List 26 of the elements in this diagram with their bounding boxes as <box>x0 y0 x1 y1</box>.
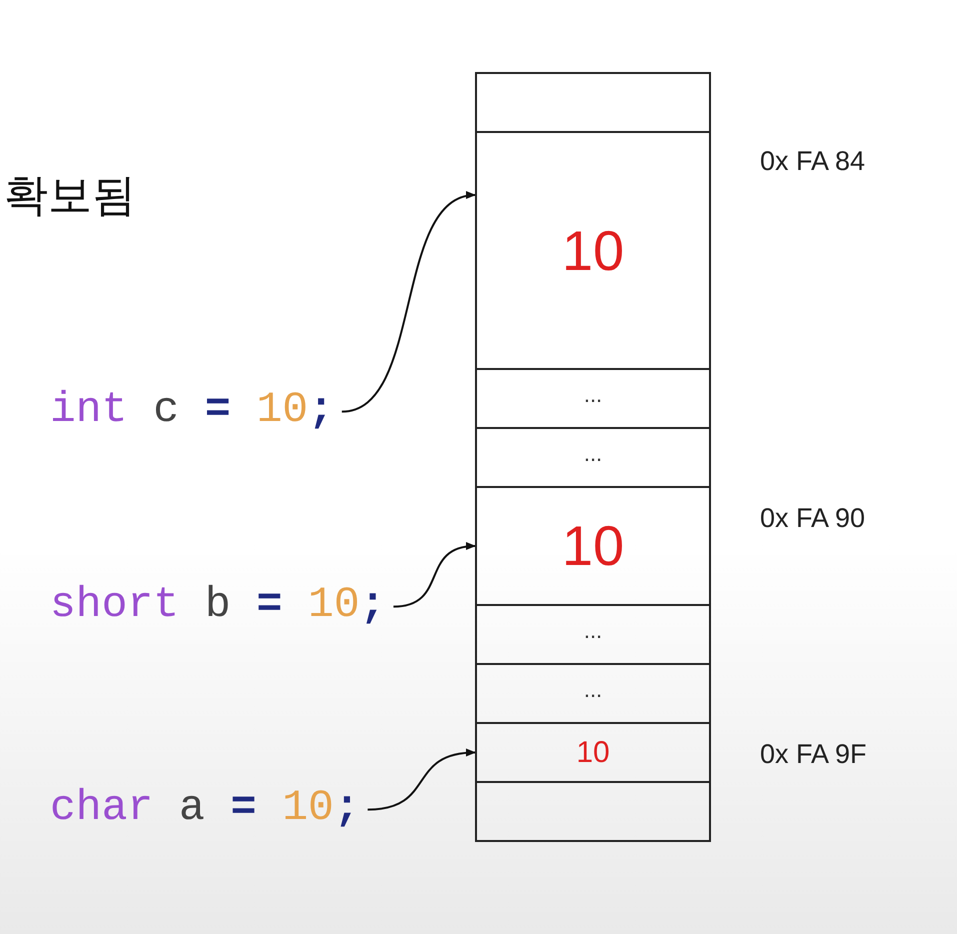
ellipsis: ... <box>584 620 602 642</box>
memory-cell <box>475 663 711 724</box>
note-text: 확보됨 <box>4 170 136 222</box>
code-line: char a = 10; <box>50 786 360 829</box>
memory-cell <box>475 604 711 665</box>
memory-cell <box>475 368 711 429</box>
memory-cell <box>475 722 711 783</box>
stored-value: 10 <box>576 738 610 768</box>
ellipsis: ... <box>584 384 602 406</box>
code-line: int c = 10; <box>50 388 334 431</box>
memory-cell <box>475 781 711 842</box>
memory-cell <box>475 486 711 606</box>
memory-cell <box>475 131 711 370</box>
arrow <box>342 193 476 413</box>
arrow <box>393 542 476 608</box>
stored-value: 10 <box>562 222 624 278</box>
memory-address: 0x FA 9F <box>760 739 867 770</box>
memory-address: 0x FA 84 <box>760 146 866 177</box>
memory-cell <box>475 427 711 488</box>
stored-value: 10 <box>562 518 624 574</box>
arrow <box>368 749 476 811</box>
memory-cell <box>475 72 711 133</box>
memory-address: 0x FA 90 <box>760 503 866 534</box>
code-line: short b = 10; <box>50 583 386 626</box>
ellipsis: ... <box>584 442 602 464</box>
ellipsis: ... <box>584 678 602 700</box>
